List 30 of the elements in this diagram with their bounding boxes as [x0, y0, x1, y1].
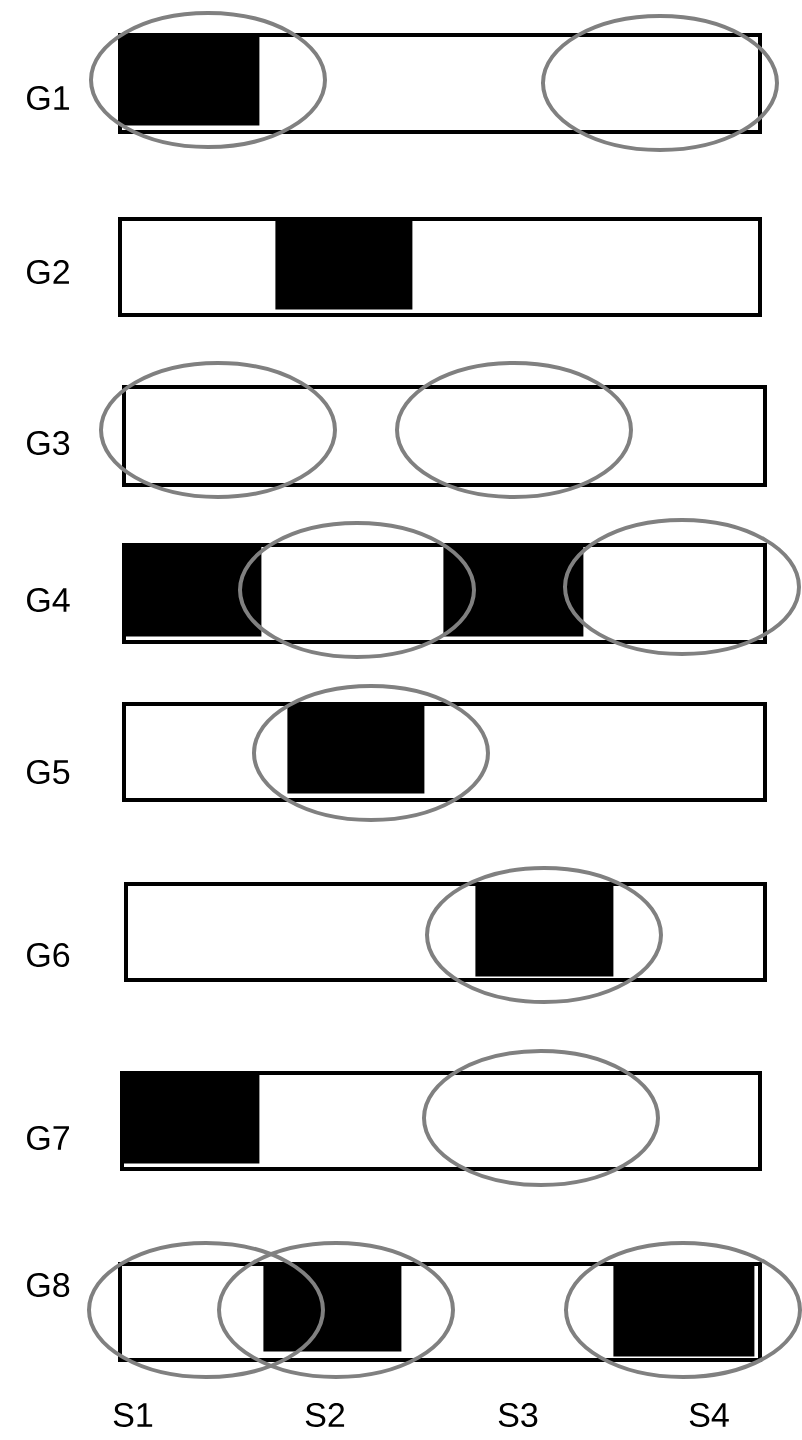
column-label: S3	[498, 1402, 538, 1428]
column-label: S1	[113, 1402, 153, 1428]
filled-block	[613, 1264, 755, 1357]
row-label: G6	[27, 942, 70, 968]
filled-block	[475, 884, 614, 977]
oval-outline	[425, 866, 663, 1004]
filled-block	[287, 704, 425, 794]
row-label: G1	[27, 85, 70, 111]
oval-outline	[238, 521, 476, 659]
column-label: S4	[689, 1402, 729, 1428]
bar	[122, 385, 767, 487]
row-label: G7	[27, 1125, 69, 1151]
oval-outline	[395, 361, 633, 499]
oval-outline	[252, 684, 490, 822]
oval-outline	[563, 518, 801, 656]
column-label: S2	[305, 1402, 345, 1428]
oval-outline	[89, 11, 327, 149]
oval-outline	[217, 1241, 455, 1379]
oval-outline	[422, 1049, 660, 1187]
row-label: G5	[27, 759, 70, 785]
filled-block	[120, 35, 260, 126]
row-label: G3	[27, 430, 70, 456]
oval-outline	[541, 14, 779, 152]
row-label: G8	[27, 1272, 70, 1298]
row-label: G4	[27, 587, 70, 613]
oval-outline	[87, 1241, 325, 1379]
row-label: G2	[27, 259, 69, 285]
oval-outline	[99, 361, 337, 499]
filled-block	[263, 1264, 402, 1352]
oval-outline	[564, 1241, 802, 1379]
